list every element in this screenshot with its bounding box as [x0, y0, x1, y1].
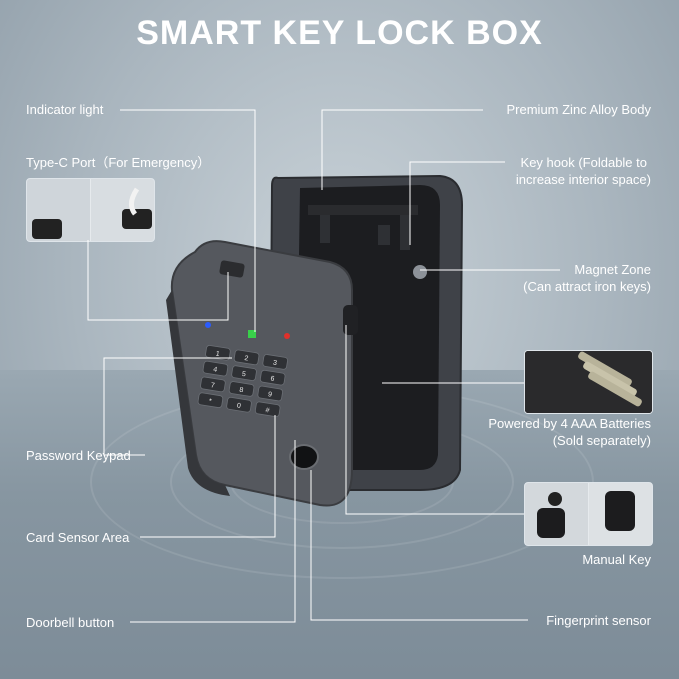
keypad-key-label: #	[265, 407, 270, 415]
keypad-key[interactable]: 8	[228, 381, 255, 397]
magnet-zone	[413, 265, 427, 279]
indicator-blue-icon	[205, 322, 211, 328]
keypad-key-label: 2	[244, 355, 249, 363]
hook-bar	[308, 205, 418, 215]
keypad-key-label: 0	[236, 402, 241, 410]
battery-photo	[524, 350, 653, 414]
label-key-hook-1: Key hook (Foldable to	[520, 155, 647, 170]
type-c-port-icon	[219, 260, 245, 278]
keypad-key-label: 8	[239, 387, 244, 395]
keypad-key-label: 3	[272, 360, 277, 368]
indicator-red-icon	[284, 333, 290, 339]
keypad-key[interactable]: *	[197, 392, 224, 408]
keypad-key[interactable]: 7	[200, 376, 226, 393]
label-type-c-port: Type-C Port（For Emergency）	[26, 155, 211, 170]
keypad-key-label: 4	[213, 366, 218, 374]
keypad-key[interactable]: 9	[257, 385, 283, 402]
label-doorbell: Doorbell button	[26, 615, 115, 630]
latch	[343, 305, 358, 335]
keypad-key[interactable]: 5	[231, 365, 257, 381]
key-hook-icon	[378, 225, 390, 245]
keypad-key[interactable]: 1	[205, 345, 231, 361]
label-battery-2: (Sold separately)	[552, 433, 651, 448]
keypad-key[interactable]: 6	[259, 369, 286, 386]
key-hook-icon	[400, 215, 410, 250]
label-card-sensor: Card Sensor Area	[26, 530, 130, 545]
password-keypad: 1 2 3 4 5 6 7 8 9 * 0 #	[197, 345, 288, 418]
keypad-key[interactable]: 0	[226, 396, 252, 413]
keypad-key[interactable]: 4	[202, 360, 229, 377]
label-zinc-body: Premium Zinc Alloy Body	[506, 102, 652, 117]
label-indicator-light: Indicator light	[26, 102, 104, 117]
key-hook-icon	[320, 215, 330, 243]
page-title: SMART KEY LOCK BOX	[136, 14, 543, 52]
keypad-key-label: 6	[270, 375, 275, 383]
label-fingerprint: Fingerprint sensor	[546, 613, 651, 628]
label-magnet-2: (Can attract iron keys)	[523, 279, 651, 294]
keypad-key-label: 5	[241, 371, 246, 379]
keypad-key-label: 1	[215, 351, 220, 359]
label-key-hook-2: increase interior space)	[515, 172, 651, 187]
label-battery-1: Powered by 4 AAA Batteries	[488, 416, 651, 431]
fingerprint-sensor-icon	[289, 444, 319, 470]
keypad-key-label: 7	[210, 382, 215, 390]
keypad-key-label: *	[208, 398, 212, 405]
indicator-green-icon	[248, 330, 256, 338]
label-password-keypad: Password Keypad	[26, 448, 131, 463]
keypad-key[interactable]: 3	[262, 354, 288, 370]
label-manual-key: Manual Key	[582, 552, 651, 567]
keypad-key[interactable]: 2	[233, 349, 260, 366]
label-magnet-1: Magnet Zone	[574, 262, 651, 277]
keypad-key[interactable]: #	[254, 401, 281, 418]
keypad-key-label: 9	[267, 391, 272, 399]
type-c-port-photo	[26, 178, 155, 242]
front-panel-edge	[166, 290, 230, 496]
manual-key-photo	[524, 482, 653, 546]
